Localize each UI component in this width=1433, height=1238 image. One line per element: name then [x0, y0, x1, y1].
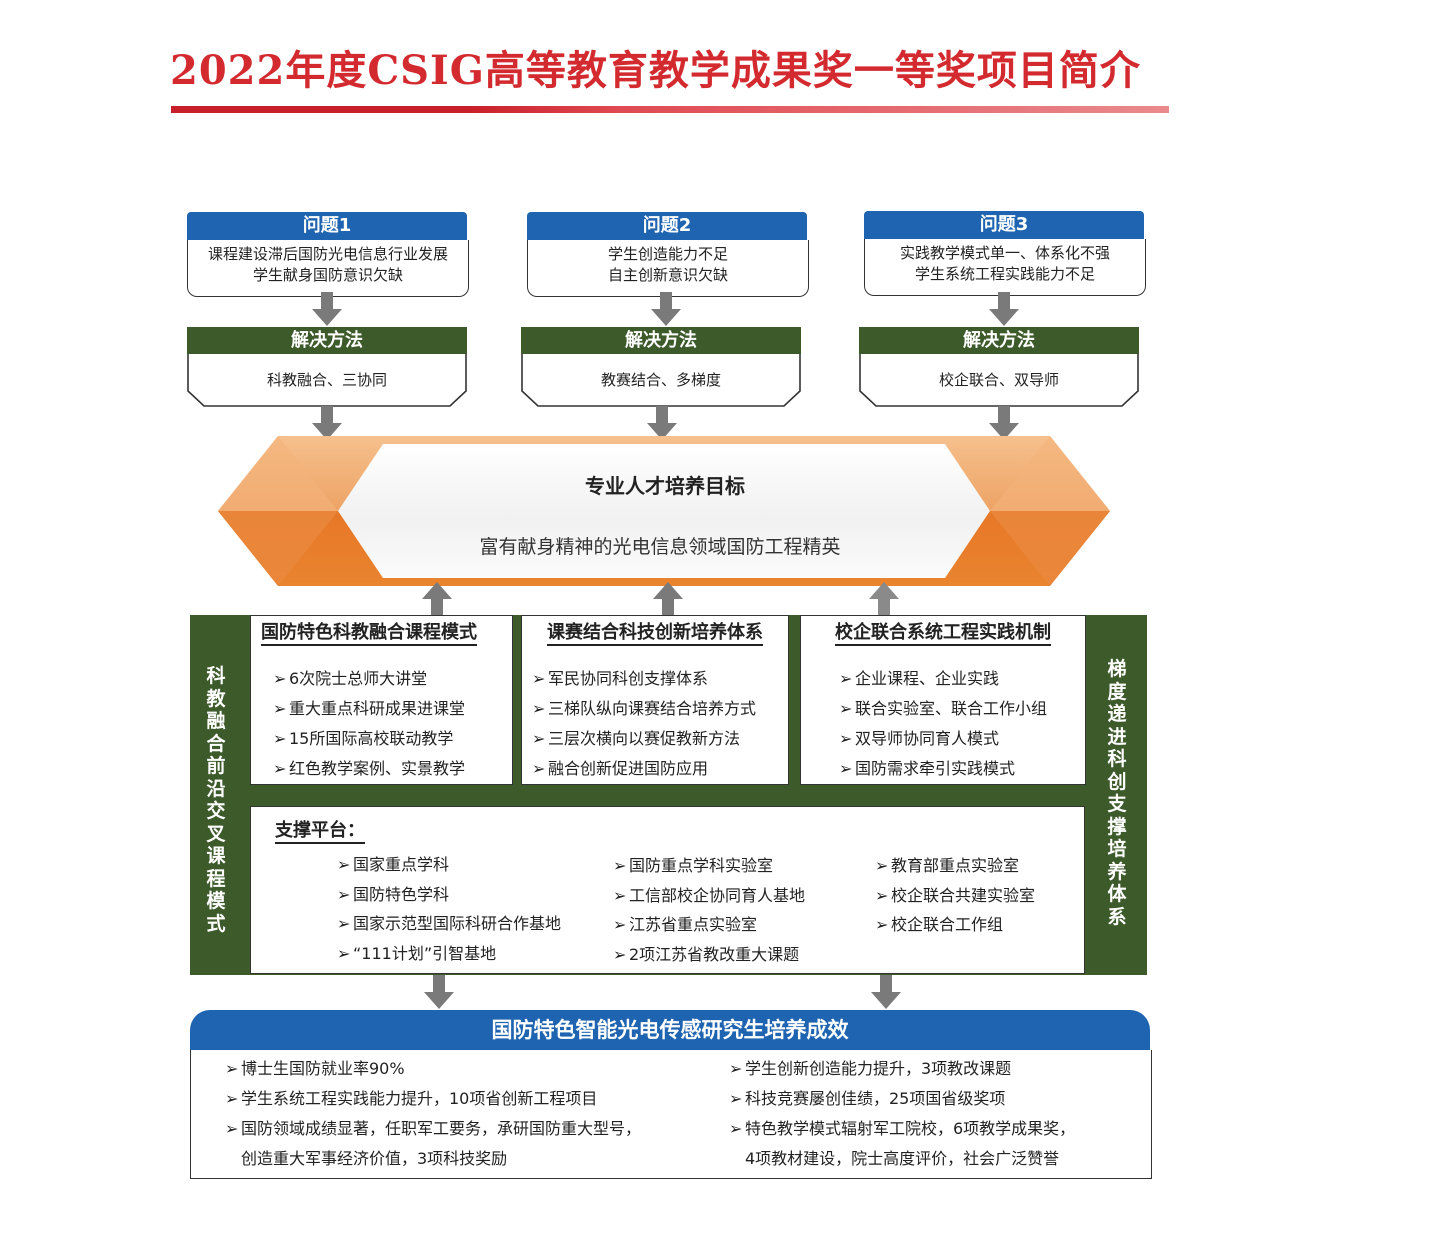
- support-platform-box: 支撑平台： ➢国家重点学科 ➢国防特色学科 ➢国家示范型国际科研合作基地 ➢“1…: [250, 806, 1085, 974]
- column-list: ➢6次院士总师大讲堂 ➢重大重点科研成果进课堂 ➢15所国际高校联动教学 ➢红色…: [273, 664, 465, 784]
- support-list-3: ➢教育部重点实验室 ➢校企联合共建实验室 ➢校企联合工作组: [875, 851, 1035, 940]
- page-title: 2022年度CSIG高等教育教学成果奖一等奖项目简介: [170, 47, 1141, 94]
- column-title: 校企联合系统工程实践机制: [801, 618, 1085, 646]
- list-item: ➢“111计划”引智基地: [337, 943, 497, 963]
- solution-border: [521, 354, 801, 407]
- problem-line: 学生创造能力不足: [607, 245, 728, 263]
- results-box: 国防特色智能光电传感研究生培养成效 ➢博士生国防就业率90% ➢学生系统工程实践…: [190, 1010, 1152, 1179]
- list-item: ➢双导师协同育人模式: [839, 729, 1000, 748]
- problem-line: 自主创新意识欠缺: [607, 266, 728, 284]
- column-list: ➢企业课程、企业实践 ➢联合实验室、联合工作小组 ➢双导师协同育人模式 ➢国防需…: [839, 664, 1047, 784]
- support-list-2: ➢国防重点学科实验室 ➢工信部校企协同育人基地 ➢江苏省重点实验室 ➢2项江苏省…: [613, 851, 805, 969]
- list-item: ➢博士生国防就业率90%: [225, 1059, 405, 1078]
- up-arrow-icon: [653, 582, 683, 616]
- list-item: ➢特色教学模式辐射军工院校，6项教学成果奖，: [729, 1119, 1076, 1138]
- list-item: ➢国防特色学科: [337, 884, 450, 904]
- down-arrow-icon: [651, 292, 681, 326]
- problem-box-3: 问题3 实践教学模式单一、体系化不强 学生系统工程实践能力不足: [864, 211, 1146, 296]
- left-side-label: 科教融合前沿交叉课程模式: [206, 665, 226, 935]
- list-item: ➢重大重点科研成果进课堂: [273, 699, 466, 718]
- problem-line: 实践教学模式单一、体系化不强: [899, 244, 1110, 262]
- list-item: ➢企业课程、企业实践: [839, 669, 1000, 688]
- column-box-1: 国防特色科教融合课程模式 ➢6次院士总师大讲堂 ➢重大重点科研成果进课堂 ➢15…: [250, 615, 513, 785]
- column-title: 课赛结合科技创新培养体系: [522, 618, 788, 646]
- solution-text: 教赛结合、多梯度: [521, 354, 801, 407]
- solution-text: 校企联合、双导师: [859, 354, 1139, 407]
- list-item: ➢国防重点学科实验室: [613, 856, 774, 875]
- list-item: ➢军民协同科创支撑体系: [532, 669, 709, 688]
- solution-box-3: 解决方法 校企联合、双导师: [859, 327, 1139, 407]
- column-box-2: 课赛结合科技创新培养体系 ➢军民协同科创支撑体系 ➢三梯队纵向课赛结合培养方式 …: [521, 615, 789, 785]
- solution-box-1: 解决方法 科教融合、三协同: [187, 327, 467, 407]
- problem-line: 学生系统工程实践能力不足: [914, 265, 1095, 283]
- list-item: ➢三层次横向以赛促教新方法: [532, 729, 741, 748]
- down-arrow-icon: [312, 292, 342, 326]
- problem-label: 问题1: [187, 212, 467, 240]
- list-item: ➢校企联合共建实验室: [875, 885, 1036, 905]
- right-side-label: 梯度递进科创支撑培养体系: [1107, 658, 1127, 928]
- down-arrow-icon: [989, 292, 1019, 326]
- list-item: ➢2项江苏省教改重大课题: [613, 944, 800, 964]
- solution-border: [187, 354, 467, 407]
- list-item: 4项教材建设，院士高度评价，社会广泛赞誉: [745, 1149, 1060, 1168]
- problem-line: 学生献身国防意识欠缺: [252, 266, 403, 284]
- solution-box-2: 解决方法 教赛结合、多梯度: [521, 327, 801, 407]
- column-list: ➢军民协同科创支撑体系 ➢三梯队纵向课赛结合培养方式 ➢三层次横向以赛促教新方法…: [532, 664, 756, 784]
- problem-label: 问题2: [527, 212, 807, 240]
- solution-label: 解决方法: [521, 327, 801, 354]
- column-box-3: 校企联合系统工程实践机制 ➢企业课程、企业实践 ➢联合实验室、联合工作小组 ➢双…: [800, 615, 1086, 785]
- up-arrow-icon: [869, 582, 899, 616]
- list-item: ➢红色教学案例、实景教学: [273, 759, 466, 778]
- list-item: ➢校企联合工作组: [875, 915, 1004, 934]
- results-body: ➢博士生国防就业率90% ➢学生系统工程实践能力提升，10项省创新工程项目 ➢国…: [190, 1050, 1152, 1179]
- list-item: ➢融合创新促进国防应用: [532, 759, 709, 778]
- down-arrow-icon: [424, 975, 454, 1009]
- list-item: ➢教育部重点实验室: [875, 856, 1020, 875]
- list-item: ➢联合实验室、联合工作小组: [839, 699, 1048, 718]
- goal-subtitle: 富有献身精神的光电信息领域国防工程精英: [479, 536, 841, 558]
- down-arrow-icon: [871, 975, 901, 1009]
- list-item: ➢学生系统工程实践能力提升，10项省创新工程项目: [225, 1089, 598, 1108]
- list-item: ➢15所国际高校联动教学: [273, 729, 454, 748]
- list-item: ➢6次院士总师大讲堂: [273, 669, 428, 688]
- problem-text: 学生创造能力不足 自主创新意识欠缺: [527, 240, 809, 297]
- list-item: ➢江苏省重点实验室: [613, 915, 758, 934]
- results-list-left: ➢博士生国防就业率90% ➢学生系统工程实践能力提升，10项省创新工程项目 ➢国…: [225, 1054, 641, 1174]
- down-arrow-icon: [989, 406, 1019, 440]
- list-item: ➢三梯队纵向课赛结合培养方式: [532, 699, 757, 718]
- list-item: ➢国防领域成绩显著，任职军工要务，承研国防重大型号，: [225, 1119, 642, 1138]
- problem-box-2: 问题2 学生创造能力不足 自主创新意识欠缺: [527, 212, 809, 297]
- goal-title: 专业人才培养目标: [585, 474, 745, 498]
- list-item: ➢国家重点学科: [337, 855, 450, 874]
- list-item: 创造重大军事经济价值，3项科技奖励: [241, 1149, 508, 1168]
- list-item: ➢工信部校企协同育人基地: [613, 885, 806, 905]
- down-arrow-icon: [647, 406, 677, 440]
- problem-text: 实践教学模式单一、体系化不强 学生系统工程实践能力不足: [864, 239, 1146, 296]
- problem-text: 课程建设滞后国防光电信息行业发展 学生献身国防意识欠缺: [187, 240, 469, 297]
- goal-banner-shape: [218, 436, 1110, 586]
- problem-line: 课程建设滞后国防光电信息行业发展: [207, 245, 448, 263]
- up-arrow-icon: [422, 582, 452, 616]
- solution-border: [859, 354, 1139, 407]
- list-item: ➢国防需求牵引实践模式: [839, 759, 1016, 778]
- solution-text: 科教融合、三协同: [187, 354, 467, 407]
- support-list-1: ➢国家重点学科 ➢国防特色学科 ➢国家示范型国际科研合作基地 ➢“111计划”引…: [337, 850, 561, 968]
- down-arrow-icon: [312, 406, 342, 440]
- column-title: 国防特色科教融合课程模式: [251, 618, 522, 646]
- list-item: ➢国家示范型国际科研合作基地: [337, 914, 562, 933]
- problem-label: 问题3: [864, 211, 1144, 239]
- list-item: ➢学生创新创造能力提升，3项教改课题: [729, 1059, 1012, 1078]
- results-list-right: ➢学生创新创造能力提升，3项教改课题 ➢科技竞赛屡创佳绩，25项国省级奖项 ➢特…: [729, 1054, 1075, 1174]
- solution-label: 解决方法: [859, 327, 1139, 354]
- problem-box-1: 问题1 课程建设滞后国防光电信息行业发展 学生献身国防意识欠缺: [187, 212, 469, 297]
- support-title: 支撑平台：: [275, 816, 365, 844]
- results-title: 国防特色智能光电传感研究生培养成效: [190, 1010, 1150, 1050]
- title-underline: [171, 106, 1169, 113]
- solution-label: 解决方法: [187, 327, 467, 354]
- list-item: ➢科技竞赛屡创佳绩，25项国省级奖项: [729, 1089, 1006, 1108]
